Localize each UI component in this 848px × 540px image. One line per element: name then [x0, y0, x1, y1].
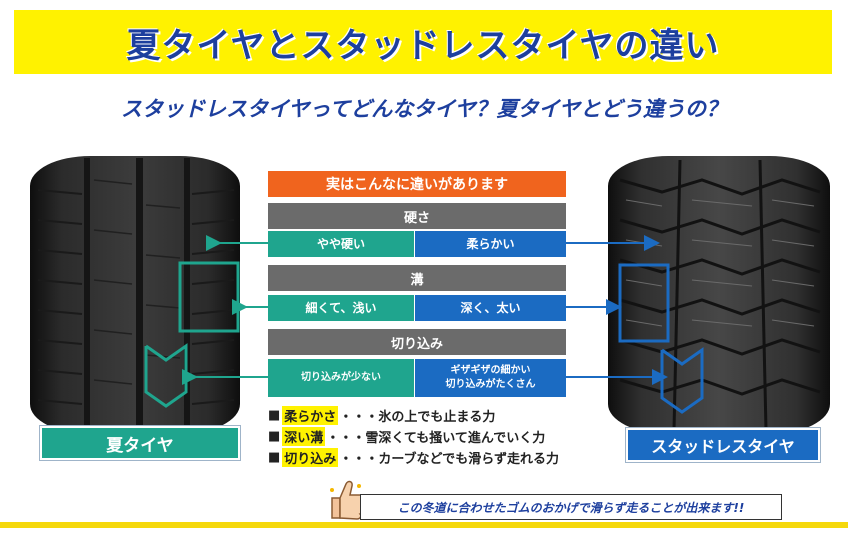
- page-title: 夏タイヤとスタッドレスタイヤの違い: [126, 25, 720, 66]
- feature-key: 切り込み: [282, 448, 339, 467]
- category-sipe: 切り込み: [268, 329, 566, 355]
- feature-text: ・・・氷の上でも止まる力: [339, 410, 496, 425]
- bullet-square: ■: [268, 450, 281, 465]
- feature-text: ・・・カーブなどでも滑らず走れる力: [339, 452, 560, 467]
- studless-hardness-cell: 柔らかい: [415, 231, 566, 257]
- features-list: ■ 柔らかさ ・・・氷の上でも止まる力 ■ 深い溝 ・・・雪深くても掻いて進んで…: [268, 405, 608, 468]
- feature-key: 柔らかさ: [282, 406, 339, 425]
- studless-tire-label: スタッドレスタイヤ: [626, 428, 820, 462]
- feature-key: 深い溝: [282, 427, 326, 446]
- feature-softness: ■ 柔らかさ ・・・氷の上でも止まる力: [268, 405, 608, 426]
- feature-deep-groove: ■ 深い溝 ・・・雪深くても掻いて進んでいく力: [268, 426, 608, 447]
- summary-callout: この冬道に合わせたゴムのおかげで滑らず走ることが出来ます!!: [360, 494, 782, 520]
- studless-groove-cell: 深く、太い: [415, 295, 566, 321]
- bottom-divider: [0, 522, 848, 528]
- page-subtitle: スタッドレスタイヤってどんなタイヤ？夏タイヤとどう違うの？: [120, 97, 728, 121]
- summer-hardness-cell: やや硬い: [268, 231, 414, 257]
- category-hardness: 硬さ: [268, 203, 566, 229]
- title-banner: 夏タイヤとスタッドレスタイヤの違い: [14, 10, 832, 74]
- summer-tire-label: 夏タイヤ: [40, 426, 240, 460]
- bullet-square: ■: [268, 429, 281, 444]
- bullet-square: ■: [268, 408, 281, 423]
- category-groove: 溝: [268, 265, 566, 291]
- summer-groove-cell: 細くて、浅い: [268, 295, 414, 321]
- feature-text: ・・・雪深くても掻いて進んでいく力: [326, 431, 546, 446]
- studless-sipe-line1: ギザギザの細かい: [450, 365, 531, 376]
- feature-sipe: ■ 切り込み ・・・カーブなどでも滑らず走れる力: [268, 447, 608, 468]
- comparison-heading: 実はこんなに違いがあります: [268, 171, 566, 197]
- summer-tire-image: [30, 156, 240, 434]
- summer-sipe-cell: 切り込みが少ない: [268, 359, 414, 397]
- studless-sipe-cell: ギザギザの細かい 切り込みがたくさん: [415, 359, 566, 397]
- studless-tire-image: [608, 156, 830, 434]
- studless-sipe-line2: 切り込みがたくさん: [445, 379, 536, 390]
